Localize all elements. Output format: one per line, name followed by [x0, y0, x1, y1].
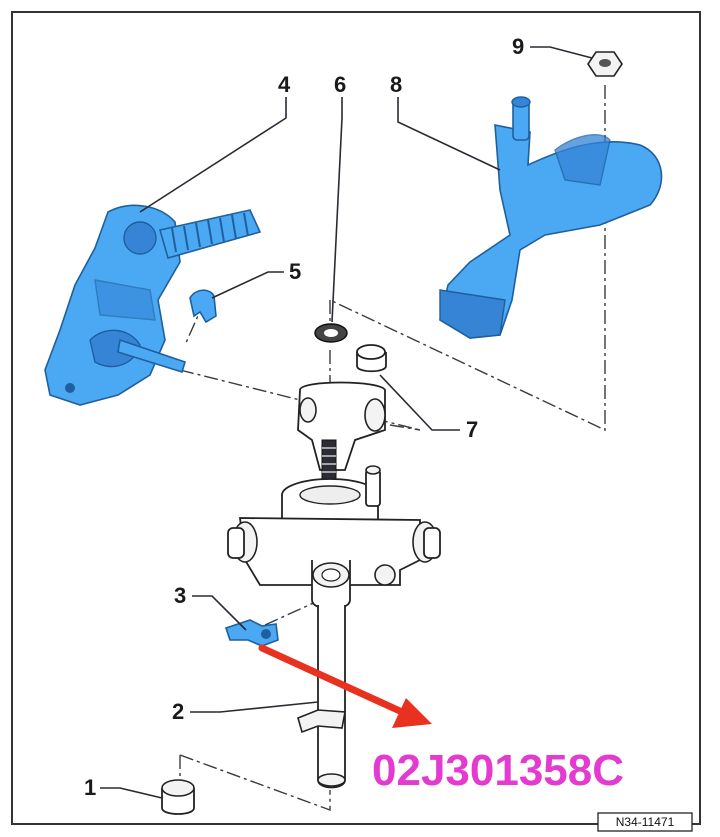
reference-code: N34-11471 — [616, 815, 675, 829]
part-5-clip — [189, 289, 217, 324]
callout-1: 1 — [84, 775, 96, 800]
part-1-sleeve — [161, 779, 195, 815]
callout-5: 5 — [289, 259, 301, 284]
callout-6: 6 — [334, 72, 346, 97]
part-4-spring — [158, 209, 262, 259]
part-number-label: 02J301358C — [372, 746, 624, 795]
leader-lines — [100, 46, 593, 799]
part-8-lever — [439, 96, 663, 339]
reference-code-box: N34-11471 — [597, 812, 693, 832]
part-6-washer — [314, 323, 348, 343]
callout-2: 2 — [172, 699, 184, 724]
callout-labels: 1 2 3 4 5 6 7 8 9 — [84, 34, 524, 800]
selector-shaft — [317, 605, 346, 789]
part-3-spring-clip — [224, 619, 279, 647]
part-4-selector-lever-housing — [44, 204, 262, 406]
shift-housing-assembly — [227, 381, 441, 610]
callout-3: 3 — [174, 583, 186, 608]
diagram-border — [11, 11, 701, 825]
part-9-nut — [587, 51, 623, 77]
callout-8: 8 — [390, 72, 402, 97]
red-pointer-arrow — [258, 644, 432, 728]
part-2-retaining-key — [297, 709, 346, 734]
callout-4: 4 — [278, 72, 291, 97]
part-7-bushing — [356, 344, 387, 373]
callout-9: 9 — [512, 34, 524, 59]
callout-7: 7 — [466, 417, 478, 442]
